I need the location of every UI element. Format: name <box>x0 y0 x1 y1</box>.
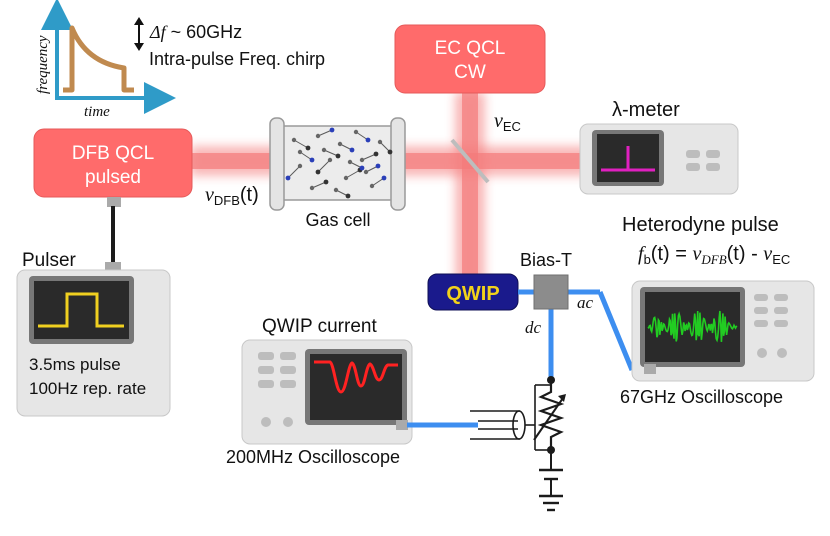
molecule-atom <box>353 129 359 135</box>
molecule-atom <box>345 193 351 199</box>
molecule-bond <box>311 181 327 189</box>
ec-qcl-box: EC QCL CW <box>394 24 546 94</box>
molecule-atom <box>305 145 311 151</box>
molecule-atom <box>315 133 321 139</box>
dfb-qcl-box: DFB QCL pulsed <box>33 128 193 198</box>
resistor-arrow <box>533 397 564 441</box>
molecule-atom <box>387 149 393 155</box>
molecule-atom <box>297 163 303 169</box>
delta-f-label: Δf ~ 60GHz <box>149 22 242 42</box>
pulser-line-1: 3.5ms pulse <box>29 355 121 374</box>
lambda-meter-label: λ-meter <box>612 99 680 121</box>
lambda-meter: λ-meter <box>579 99 739 195</box>
coax-connector <box>470 384 551 451</box>
heterodyne-title: Heterodyne pulse <box>622 214 779 236</box>
qwip-current-scope-label: 200MHz Oscilloscope <box>226 447 400 467</box>
ec-beam-core <box>462 92 478 282</box>
molecule-atom <box>291 137 297 143</box>
qwip-current-trace <box>314 360 398 394</box>
molecule-atom <box>347 159 353 165</box>
dfb-qcl-label-2: pulsed <box>85 167 141 188</box>
heterodyne-formula: fb(t) = νDFB(t) - νEC <box>638 243 790 267</box>
qwip-current-label: QWIP current <box>262 316 377 337</box>
molecule-bond <box>287 165 301 179</box>
qwip-detector: QWIP <box>427 273 519 311</box>
ec-qcl-label-2: CW <box>454 62 486 83</box>
molecule-atom <box>373 151 379 157</box>
pulser-title: Pulser <box>22 250 77 271</box>
pulse-trace <box>38 292 124 328</box>
molecule-atom <box>297 149 303 155</box>
molecule-atom <box>335 153 341 159</box>
dc-label: dc <box>525 318 542 337</box>
molecule-atom <box>349 147 355 153</box>
dfb-qcl-label-1: DFB QCL <box>72 143 154 164</box>
beam-splitter <box>450 138 490 184</box>
bias-circuit <box>407 376 566 512</box>
molecule-atom <box>377 139 383 145</box>
gas-cell: Gas cell <box>269 117 406 230</box>
ec-qcl-label-1: EC QCL <box>435 38 506 59</box>
molecule-bond <box>317 159 331 173</box>
nu-ec-label: νEC <box>494 110 521 134</box>
molecule-atom <box>285 175 291 181</box>
chirp-label: Intra-pulse Freq. chirp <box>149 49 325 69</box>
molecule-bond <box>323 149 339 157</box>
molecule-atom <box>365 137 371 143</box>
molecule-atom <box>315 169 321 175</box>
frequency-axis-label: frequency <box>35 35 51 94</box>
molecule-atom <box>375 163 381 169</box>
molecule-bond <box>355 131 369 141</box>
chirp-inset: frequency time Δf ~ 60GHz Intra-pulse Fr… <box>35 0 325 120</box>
molecule-atom <box>359 157 365 163</box>
ac-cable-2 <box>597 291 635 371</box>
molecule-atom <box>309 185 315 191</box>
gas-molecules <box>285 127 393 199</box>
molecule-atom <box>363 169 369 175</box>
molecule-atom <box>309 157 315 163</box>
ac-label: ac <box>577 293 594 312</box>
pulser-line-2: 100Hz rep. rate <box>29 379 146 398</box>
heterodyne-scope: Heterodyne pulse fb(t) = νDFB(t) - νEC 6… <box>620 214 815 407</box>
heterodyne-scope-label: 67GHz Oscilloscope <box>620 387 783 407</box>
molecule-bond <box>317 129 333 137</box>
molecule-atom <box>343 175 349 181</box>
delta-f-arrow <box>134 17 144 51</box>
bias-t: Bias-T ac dc <box>518 250 650 378</box>
chirp-curve <box>63 25 134 93</box>
molecule-bond <box>293 139 309 149</box>
molecule-atom <box>359 165 365 171</box>
pulser: Pulser 3.5ms pulse 100Hz rep. rate <box>16 197 171 417</box>
time-axis-label: time <box>84 104 110 120</box>
nu-dfb-label: νDFB(t) <box>205 184 259 208</box>
molecule-atom <box>369 183 375 189</box>
molecule-bond <box>371 177 385 187</box>
gas-cell-label: Gas cell <box>305 210 370 230</box>
molecule-atom <box>329 127 335 133</box>
molecule-atom <box>333 187 339 193</box>
molecule-atom <box>323 179 329 185</box>
qwip-label: QWIP <box>446 283 499 305</box>
bias-t-label: Bias-T <box>520 250 572 270</box>
molecule-atom <box>337 141 343 147</box>
molecule-atom <box>321 147 327 153</box>
heterodyne-trace <box>647 310 738 343</box>
molecule-bond <box>345 169 361 179</box>
molecule-bond <box>299 151 313 161</box>
qwip-current-scope: QWIP current 200MHz Oscilloscope <box>226 316 413 467</box>
molecule-atom <box>327 157 333 163</box>
molecule-bond <box>361 153 377 161</box>
molecule-atom <box>381 175 387 181</box>
